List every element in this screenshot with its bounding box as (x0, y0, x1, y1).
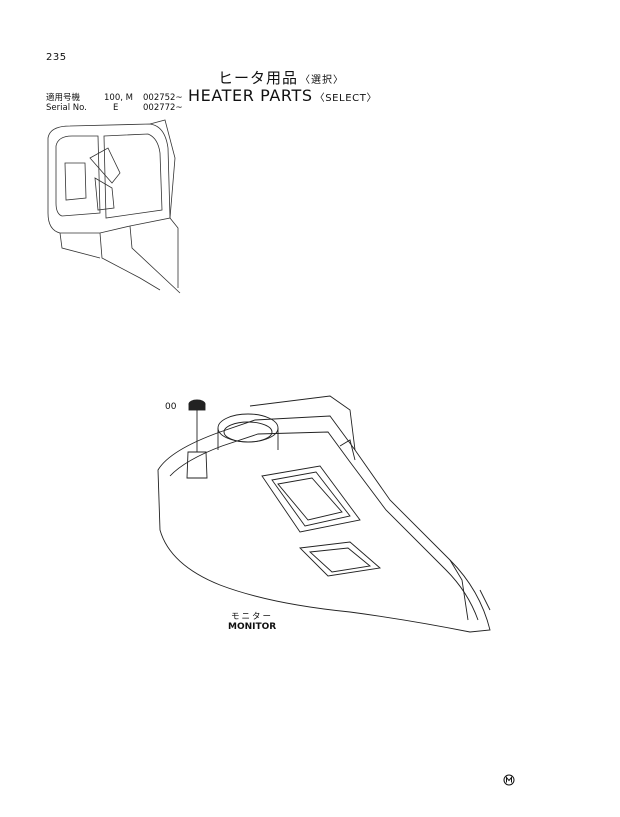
title-jp-text: ヒータ用品 (218, 69, 299, 87)
applicability-label-jp: 適用号機 (46, 93, 81, 103)
page-title-jp: ヒータ用品〈選択〉 (218, 67, 344, 88)
applicability-label-en: Serial No. (46, 103, 87, 113)
monitor-panel-drawing-icon (157, 395, 491, 633)
applicability-serial-1: 002752~ (143, 93, 183, 103)
title-en-suffix: 〈SELECT〉 (314, 93, 378, 104)
title-en-text: HEATER PARTS (188, 86, 313, 105)
applicability-model-1: 100, M (104, 93, 133, 103)
applicability-serial-2: 002772~ (143, 103, 183, 113)
callout-item-label: 00 (165, 402, 177, 412)
page-number: 235 (46, 52, 67, 63)
page-title-en: HEATER PARTS〈SELECT〉 (188, 86, 377, 105)
title-jp-suffix: 〈選択〉 (300, 75, 345, 86)
circled-m-mark-icon (503, 774, 515, 786)
monitor-label-jp: モニター (231, 612, 274, 622)
monitor-label-en: MONITOR (228, 622, 277, 632)
machine-cab-sketch-icon (47, 119, 181, 294)
applicability-model-2: E (113, 103, 119, 113)
